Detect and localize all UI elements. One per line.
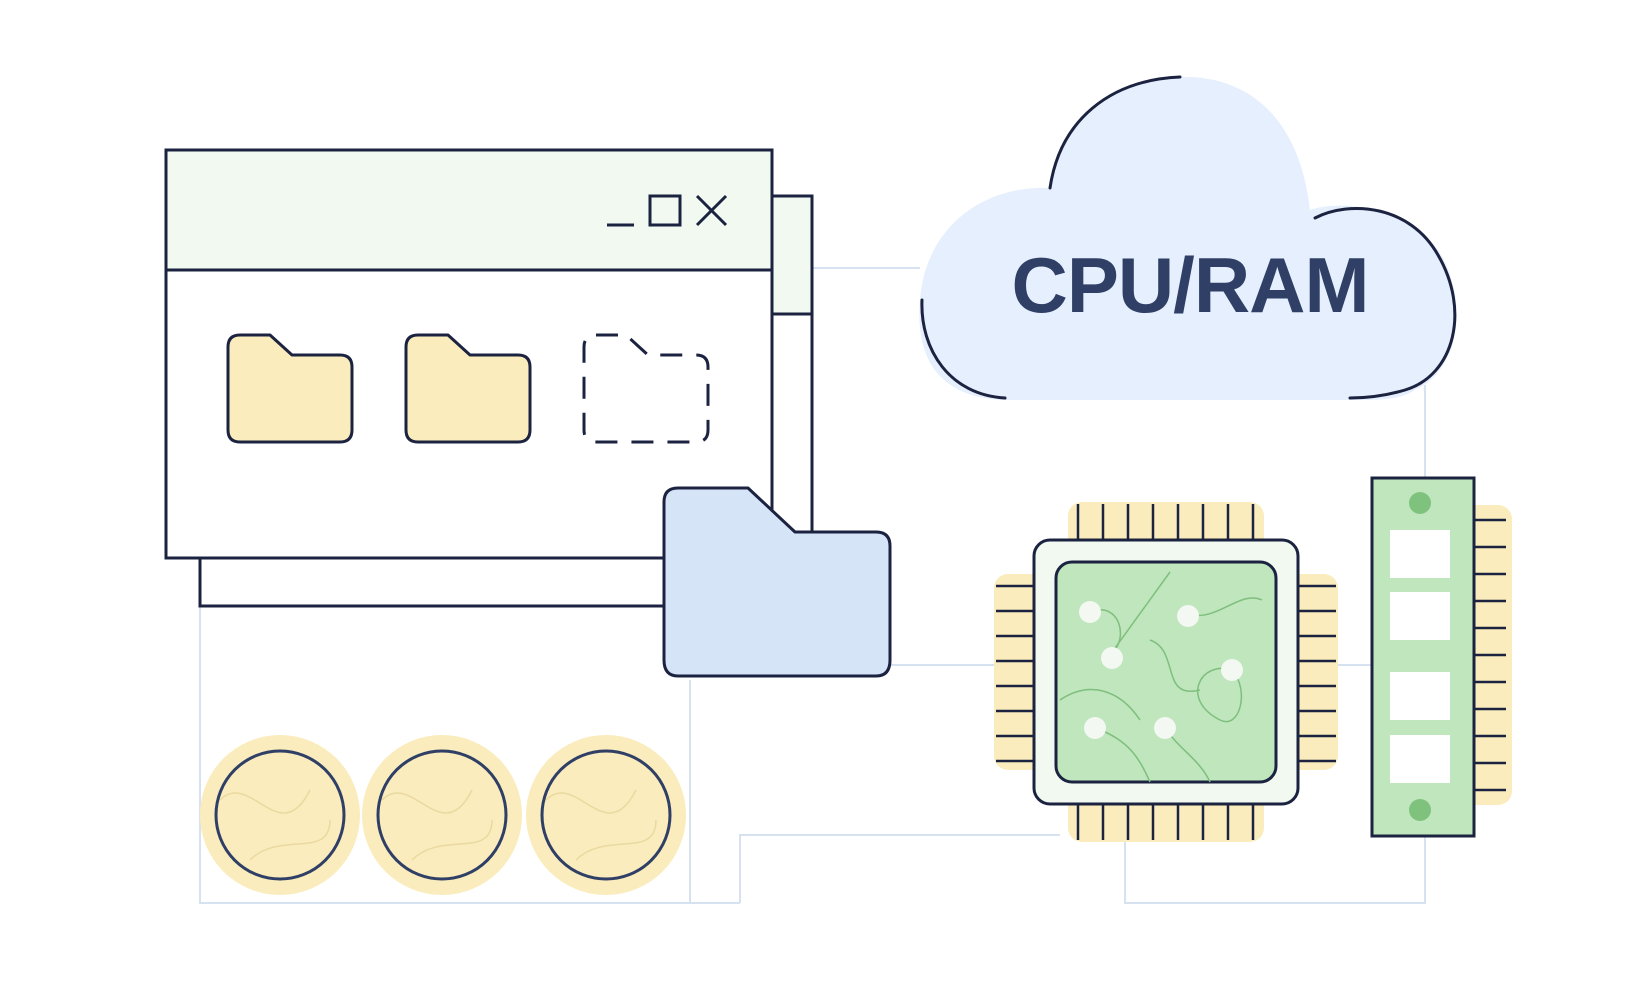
cpu-chip-icon xyxy=(994,502,1338,842)
cloud-shape xyxy=(919,76,1457,400)
maximize-icon[interactable] xyxy=(648,194,682,227)
close-icon[interactable] xyxy=(695,194,728,227)
cloud-outline xyxy=(1048,75,1182,190)
cloud: CPU/RAM xyxy=(919,75,1457,400)
ram-module-icon xyxy=(1370,476,1512,838)
disk-icon xyxy=(362,735,522,895)
disk-icon xyxy=(200,735,360,895)
empty-folder-placeholder-icon xyxy=(582,333,710,444)
folder-icon[interactable] xyxy=(404,333,532,444)
window-titlebar xyxy=(164,148,774,272)
dragged-folder-icon[interactable] xyxy=(662,486,892,678)
storage-disks xyxy=(200,735,686,895)
folder-icon[interactable] xyxy=(226,333,354,444)
file-browser-window xyxy=(164,148,774,560)
cloud-label: CPU/RAM xyxy=(1012,241,1369,329)
disk-icon xyxy=(526,735,686,895)
